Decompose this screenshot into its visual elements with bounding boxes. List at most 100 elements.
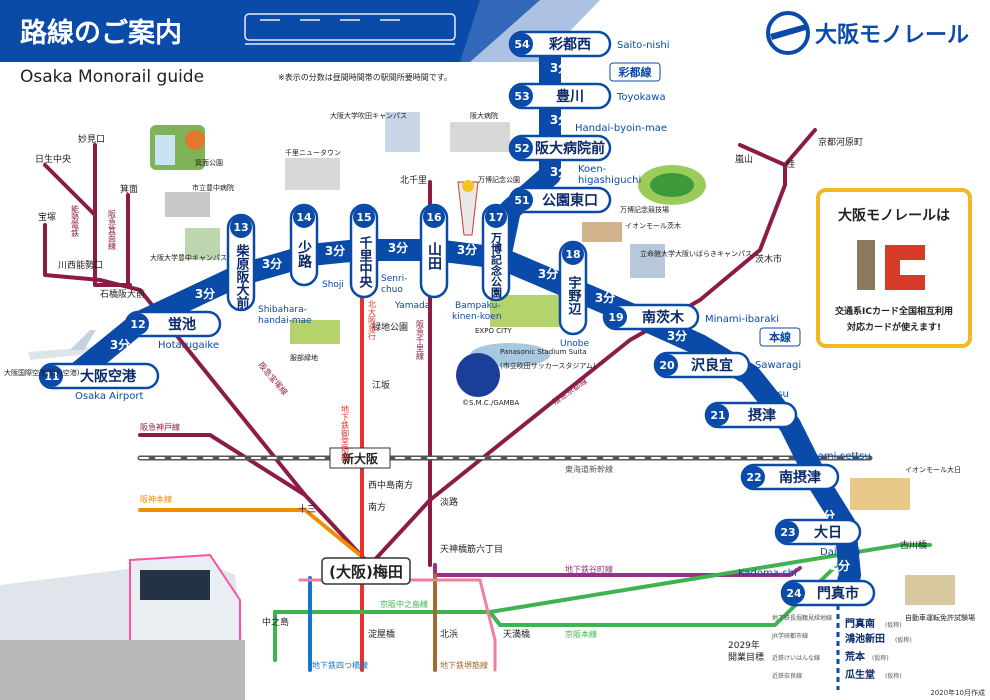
label-umeda: (大阪)梅田 (329, 563, 403, 581)
station-name-en-1: Bampaku- (455, 301, 501, 311)
line-hankyu-kobe: 阪急神戸線 (140, 422, 180, 432)
ext-row2-note: JR学研都市線 (771, 632, 808, 640)
station-22: 22 南摂津 Minami-settsu (740, 451, 871, 491)
license-center-building (905, 575, 955, 605)
label-ishibashi: 石橋阪大前 (100, 288, 145, 300)
hospital-building (165, 192, 210, 217)
ext-row1-name: 門真南 (845, 617, 875, 630)
time-16-17: 3分 (457, 242, 477, 257)
label-aeon-ibaraki: イオンモール茨木 (625, 221, 681, 230)
station-name-en: Kadoma-shi (738, 568, 797, 579)
station-name-en: Unobe (560, 339, 590, 349)
nose-branch-line (43, 163, 97, 217)
time-20-21: 3分 (725, 380, 745, 395)
handai-toyonaka-building (185, 228, 220, 260)
label-furukawabashi: 古川橋 (900, 539, 927, 551)
label-yodoyabashi: 淀屋橋 (368, 628, 395, 640)
station-name-en: Minami-ibaraki (705, 314, 779, 325)
hankyu-takarazuka-line (43, 223, 307, 497)
label-minoh-park: 箕面公園 (195, 158, 223, 167)
station-number: 16 (426, 211, 442, 224)
label-myokenguchi: 妙見口 (78, 133, 105, 145)
label-stadium-en: Panasonic Stadium Suita (500, 348, 587, 356)
ic-card-box: 大阪モノレールは 交通系ICカード全国相互利用 対応カードが使えます! (816, 188, 972, 348)
station-number: 15 (356, 211, 371, 224)
station-name: 万博記念公園 (490, 232, 504, 299)
jr-loop-line (298, 578, 497, 672)
time-23-24: 2分 (830, 558, 850, 573)
label-stadium-jp: (市立吹田サッカースタジアム) (500, 361, 596, 370)
station-name-en: Settsu (757, 389, 789, 400)
label-license-center: 自動車運転免許試験場 (905, 613, 975, 622)
line-sakaisuji: 地下鉄堺筋線 (440, 660, 488, 670)
station-53: 53 豊川 Toyokawa (508, 82, 666, 110)
time-53-52: 3分 (550, 112, 570, 127)
line-tanimachi: 地下鉄谷町線 (565, 564, 613, 574)
ext-label: 開業目標 (728, 651, 764, 663)
tower-of-sun-illustration (457, 180, 479, 236)
hattori-ryokuchi-park (290, 320, 340, 344)
ritsumei-building (630, 244, 665, 278)
label-nishinakajima: 西中島南方 (368, 479, 413, 491)
station-number: 54 (514, 38, 530, 51)
gamba-mascot-illustration (456, 353, 500, 397)
station-11: 11 大阪空港 Osaka Airport (38, 362, 160, 402)
station-name-en-1: Shibahara- (258, 305, 307, 315)
label-handai-suita: 大阪大学吹田キャンパス (330, 111, 407, 120)
label-juso: 十三 (298, 503, 316, 515)
label-esaka: 江坂 (372, 380, 390, 391)
label-tenjinbashi: 天神橋筋六丁目 (440, 543, 503, 555)
line-shinkansen: 東海道新幹線 (565, 464, 613, 474)
station-name-en: Minami-settsu (800, 451, 871, 462)
station-21: 21 摂津 Settsu (704, 389, 798, 429)
label-handai-toyonaka: 大阪大学豊中キャンパス (150, 253, 227, 262)
ic-card-icon (857, 240, 925, 290)
station-number: 23 (780, 526, 795, 539)
station-54: 54 彩都西 Saito-nishi (508, 30, 670, 58)
label-kitasenri: 北千里 (400, 175, 427, 186)
label-expo-park: 万博記念公園 (478, 175, 520, 184)
label-aeon-dainichi: イオンモール大日 (905, 465, 961, 474)
line-keihan-main: 京阪本線 (565, 629, 597, 639)
station-name: 山田 (426, 242, 442, 271)
ext-row2-planned: (仮称) (895, 636, 912, 644)
line-senri: 阪急千里線 (416, 320, 425, 360)
station-name: 大日 (814, 524, 842, 541)
main-line-track (64, 239, 861, 603)
hub-labels: 新大阪 (大阪)梅田 (321, 447, 411, 585)
label-mino: 箕面 (120, 183, 138, 195)
station-name: 千里中央 (357, 235, 373, 289)
ic-card-title: 大阪モノレールは (838, 207, 950, 224)
line-hankyu-mino: 阪急箕面線 (108, 210, 117, 250)
label-awaji: 淡路 (440, 496, 458, 508)
station-number: 51 (514, 194, 529, 207)
rail-station-labels: 妙見口 日生中央 箕面 宝塚 川西能勢口 石橋阪大前 北千里 嵐山 桂 京都河原… (35, 133, 927, 640)
scenery (28, 112, 955, 605)
station-name-en-1: Koen- (578, 164, 607, 175)
station-number: 22 (746, 471, 761, 484)
station-name-en: Shoji (322, 280, 344, 290)
label-expo-stadium: 万博記念競技場 (620, 205, 669, 214)
station-name-en-2: handai-mae (258, 316, 312, 326)
station-name-en: Osaka Airport (75, 391, 143, 402)
station-name: 柴原阪大前 (234, 243, 251, 310)
saito-line-label: 彩都線 (618, 65, 652, 79)
expocity-area (490, 295, 560, 327)
station-name-en: Dainichi (820, 547, 860, 558)
station-name: 南茨木 (642, 309, 685, 326)
station-name-en: Handai-byoin-mae (575, 123, 667, 134)
ic-card-line1: 交通系ICカード全国相互利用 (835, 305, 953, 317)
station-number: 13 (233, 221, 248, 234)
station-name: 門真市 (817, 585, 859, 602)
station-name-en: Yamada (394, 301, 430, 311)
brand-name: 大阪モノレール (815, 23, 969, 48)
station-name: 南摂津 (779, 469, 821, 486)
station-name-en-1: Senri- (381, 274, 407, 284)
station-number: 20 (659, 359, 675, 372)
label-nissekinaka: 日生中央 (35, 153, 71, 165)
label-katsura: 桂 (786, 158, 795, 170)
label-kitahama: 北浜 (440, 629, 458, 640)
label-itami-airport: 大阪国際空港(伊丹空港) (4, 368, 80, 377)
time-14-15: 3分 (325, 243, 345, 258)
ext-row4-note: 近鉄奈良線 (772, 672, 802, 680)
